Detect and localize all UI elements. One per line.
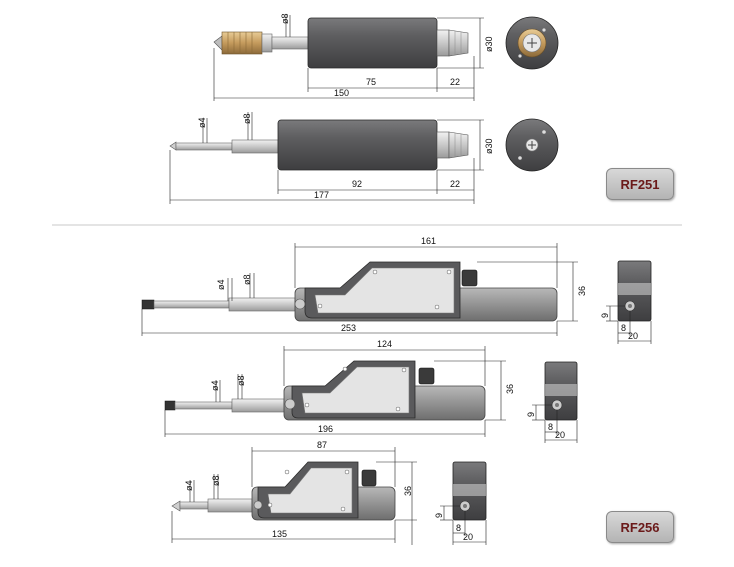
rf256-medium-sensor: 124 36 196 ø4 ø8 9 8 20 bbox=[164, 339, 578, 443]
rf251-bottom-cap-length: 22 bbox=[450, 179, 460, 189]
rf256-medium-width: 124 bbox=[377, 339, 392, 349]
rf251-bottom-rod-diameter: ø8 bbox=[242, 113, 252, 124]
rf256-small-height: 36 bbox=[403, 486, 413, 496]
rf251-top-cap-length: 22 bbox=[450, 77, 460, 87]
rf251-top-tip-diameter: ø8 bbox=[280, 13, 290, 24]
rf256-medium-side-view: 9 8 20 bbox=[526, 361, 578, 443]
rf251-model-badge: RF251 bbox=[606, 168, 674, 200]
rf256-medium-tip-diameter: ø4 bbox=[210, 380, 220, 391]
rf256-large-width: 161 bbox=[421, 236, 436, 246]
rf256-large-side-view: 9 8 20 bbox=[600, 260, 652, 344]
rf251-top-body-length: 75 bbox=[366, 77, 376, 87]
rf256-small-sensor: 87 36 135 ø4 ø8 9 8 20 bbox=[171, 440, 487, 545]
rf256-small-rod-diameter: ø8 bbox=[211, 475, 221, 486]
rf256-medium-side-width: 20 bbox=[555, 430, 565, 440]
rf251-top-end-view bbox=[505, 16, 559, 70]
rf256-model-badge: RF256 bbox=[606, 511, 674, 543]
rf256-large-side-small: 8 bbox=[621, 323, 626, 333]
rf256-medium-height: 36 bbox=[505, 384, 515, 394]
rf256-small-total: 135 bbox=[272, 529, 287, 539]
rf256-small-side-width: 20 bbox=[463, 532, 473, 542]
rf256-large-side-width: 20 bbox=[628, 331, 638, 341]
rf251-bottom-tip-diameter: ø4 bbox=[197, 117, 207, 128]
rf256-small-width: 87 bbox=[317, 440, 327, 450]
rf256-large-sensor: 161 36 253 ø4 ø8 9 8 20 bbox=[141, 236, 652, 344]
rf251-bottom-sensor: ø4 ø8 92 22 177 ø30 bbox=[169, 112, 559, 204]
rf256-small-side-offset: 9 bbox=[434, 513, 444, 518]
rf256-large-tip-diameter: ø4 bbox=[216, 279, 226, 290]
rf251-top-sensor: ø8 75 22 150 ø30 bbox=[213, 13, 559, 101]
rf256-large-side-offset: 9 bbox=[600, 313, 610, 318]
rf256-small-tip-diameter: ø4 bbox=[184, 480, 194, 491]
rf256-large-total: 253 bbox=[341, 323, 356, 333]
rf256-small-side-view: 9 8 20 bbox=[434, 461, 487, 545]
rf256-small-side-small: 8 bbox=[456, 523, 461, 533]
rf256-medium-side-small: 8 bbox=[548, 422, 553, 432]
rf256-large-rod-diameter: ø8 bbox=[242, 274, 252, 285]
rf256-medium-total: 196 bbox=[318, 424, 333, 434]
rf256-large-height: 36 bbox=[577, 286, 587, 296]
rf251-top-total-length: 150 bbox=[334, 88, 349, 98]
rf256-medium-rod-diameter: ø8 bbox=[236, 375, 246, 386]
rf251-top-end-diameter: ø30 bbox=[484, 36, 494, 52]
rf251-bottom-end-view bbox=[505, 118, 559, 172]
rf251-bottom-end-diameter: ø30 bbox=[484, 138, 494, 154]
rf251-bottom-body-length: 92 bbox=[352, 179, 362, 189]
rf256-medium-side-offset: 9 bbox=[526, 412, 536, 417]
rf251-bottom-total-length: 177 bbox=[314, 190, 329, 200]
